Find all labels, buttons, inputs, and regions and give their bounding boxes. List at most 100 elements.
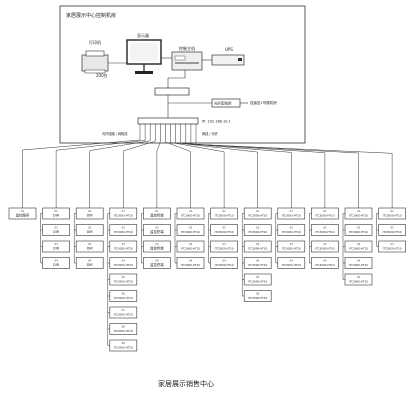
- device-tag: 01: [54, 209, 58, 213]
- ups-label: UPS: [225, 47, 233, 52]
- main-switch-caption: IP: 192.168.10.1: [202, 120, 231, 124]
- device-tag: 01: [290, 209, 294, 213]
- device-column: 01ITC3000-HT1002ITC3000-HT1003ITC3000-HT…: [208, 207, 238, 269]
- device-label: ITC3000-HT10: [349, 213, 369, 217]
- device-label: 监控终端: [150, 245, 164, 250]
- device-box: [344, 224, 373, 236]
- upper-switch: [154, 87, 190, 96]
- left-cable-label: 光纤线路 / 网络线: [102, 131, 128, 136]
- side-caption: 连接至1号楼机房: [250, 100, 277, 105]
- device-box: [311, 257, 339, 269]
- device-tag: 04: [189, 259, 193, 263]
- device-tag: 06: [256, 292, 260, 296]
- device-tag: 03: [390, 242, 394, 246]
- device-box: [243, 290, 272, 302]
- device-tag: 04: [323, 259, 327, 263]
- device-box: [311, 240, 339, 253]
- device-box: [243, 257, 272, 269]
- device-label: ITC3000-HT10: [114, 230, 134, 234]
- printer-icon: [81, 50, 109, 74]
- device-tag: 08: [122, 325, 126, 329]
- device-tag: 03: [122, 242, 126, 246]
- footer-title: 家居展示销售中心: [158, 379, 214, 388]
- device-column: 01ITC3000-HT1002ITC3000-HT1003ITC3000-HT…: [275, 207, 306, 269]
- device-tag: 05: [122, 275, 126, 279]
- device-box: [344, 207, 373, 220]
- device-label: ITC3000-HT10: [114, 296, 134, 300]
- device-label: ITC3000-HT10: [114, 279, 134, 283]
- device-box: [75, 224, 104, 236]
- device-tag: 03: [290, 242, 294, 246]
- bus-lines: [22, 124, 393, 208]
- device-label: ITC3000-HT10: [214, 213, 234, 217]
- device-tag: 03: [54, 242, 58, 246]
- device-box: [311, 207, 339, 220]
- device-tag: 03: [155, 242, 159, 246]
- device-label: ITC3000-HT10: [315, 213, 335, 217]
- device-box: [42, 224, 70, 236]
- device-label: ITC3000-HT10: [282, 213, 302, 217]
- device-label: DIR: [87, 263, 94, 267]
- device-label: ITC3000-HT10: [114, 246, 134, 250]
- device-box: [344, 257, 373, 269]
- device-box: [344, 273, 373, 286]
- device-tag: 02: [256, 226, 260, 230]
- device-box: [277, 207, 306, 220]
- device-tag: 01: [357, 209, 361, 213]
- device-tag: 02: [222, 226, 226, 230]
- device-tag: 04: [357, 259, 361, 263]
- device-box: [210, 257, 238, 269]
- device-box: [75, 240, 104, 253]
- device-box: [109, 207, 138, 220]
- device-tag: 02: [54, 226, 58, 230]
- device-label: ITC3000-HT10: [349, 263, 369, 267]
- device-tag: 04: [54, 259, 58, 263]
- device-box: [176, 240, 205, 253]
- device-column: 01ITC3000-HT1002ITC3000-HT1003ITC3000-HT…: [342, 207, 373, 286]
- device-box: [176, 224, 205, 236]
- device-box: [143, 257, 171, 269]
- device-label: 监控服务: [16, 212, 30, 217]
- device-tag: 03: [357, 242, 361, 246]
- printer-label: 打印机: [89, 39, 101, 45]
- device-label: ITC3000-HT10: [248, 296, 268, 300]
- device-label: ITC3000-HT10: [282, 230, 302, 234]
- device-box: [277, 240, 306, 253]
- device-label: ITC3000-HT10: [282, 263, 302, 267]
- device-tag: 05: [256, 275, 260, 279]
- device-box: [243, 224, 272, 236]
- device-column: 01ITC3000-HT1002ITC3000-HT1003ITC3000-HT…: [174, 207, 205, 269]
- device-box: [311, 224, 339, 236]
- device-box: [42, 207, 70, 220]
- device-column: 01ITC3000-HT1002ITC3000-HT1003ITC3000-HT…: [241, 207, 272, 302]
- device-tag: 02: [290, 226, 294, 230]
- device-tag: 01: [122, 209, 126, 213]
- device-box: [210, 224, 238, 236]
- host-icon: [171, 51, 203, 71]
- device-box: [109, 257, 138, 269]
- device-tag: 01: [21, 209, 25, 213]
- device-tag: 02: [88, 226, 92, 230]
- device-box: [277, 257, 306, 269]
- device-label: ITC3000-HT10: [248, 246, 268, 250]
- device-label: ITC3000-HT10: [181, 246, 201, 250]
- device-tag: 03: [88, 242, 92, 246]
- device-label: ITC3000-HT10: [114, 312, 134, 316]
- monitor-icon: [126, 39, 162, 74]
- device-box: [109, 306, 138, 319]
- device-column: 01ITC3000-HT1002ITC3000-HT1003ITC3000-HT…: [376, 207, 406, 253]
- device-tag: 04: [222, 259, 226, 263]
- device-tag: 01: [189, 209, 193, 213]
- device-tag: 01: [88, 209, 92, 213]
- device-box: [243, 207, 272, 220]
- device-label: ITC3000-HT10: [315, 230, 335, 234]
- device-tag: 01: [323, 209, 327, 213]
- device-label: ITC3000-HT10: [214, 263, 234, 267]
- device-box: [143, 240, 171, 253]
- device-label: ITC3000-HT10: [181, 213, 201, 217]
- main-switch: [137, 117, 199, 125]
